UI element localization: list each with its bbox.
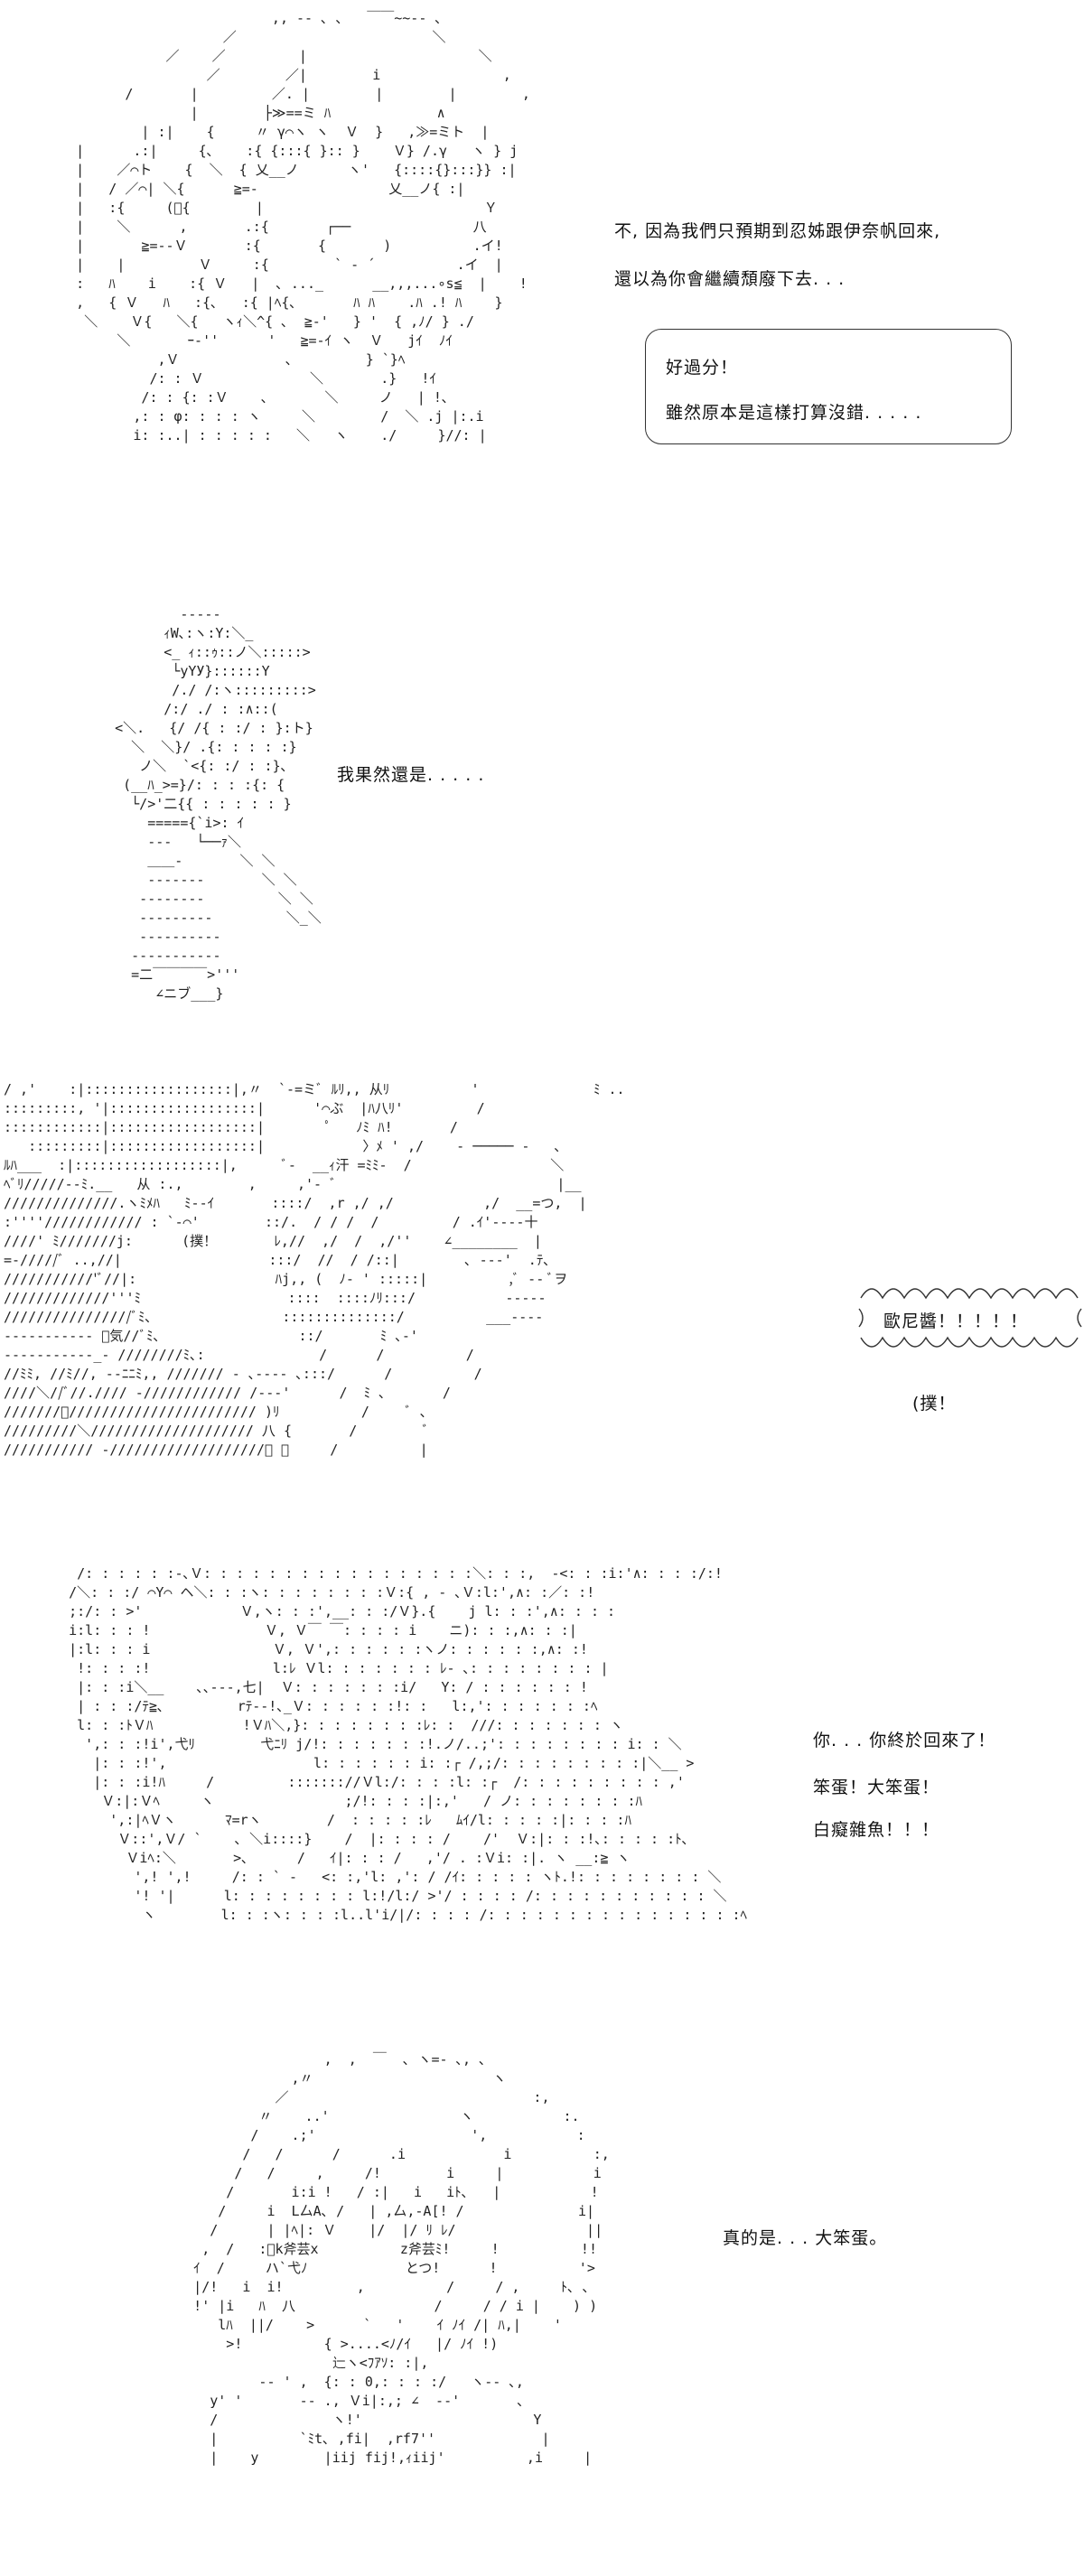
panel-2: ‐‐‐‐‐ ｨW､:ヽ:Y:＼_ <_ ｨ::ｩ::ノ＼:::::> └yYУ}…	[0, 569, 1084, 1057]
shout-text: 歐尼醬！！！！！	[883, 1311, 1029, 1331]
narration-line: 真的是. . . 大笨蛋。	[723, 2228, 888, 2248]
bubble-line: 雖然原本是這樣打算沒錯. . . . .	[666, 403, 922, 423]
ascii-art-girl-tearful-smile: , , ￣ ､ ヽ=‐ ､, ､ ,〃 ヽ ／ :, 〃 ..' ヽ :. / …	[193, 2051, 610, 2466]
speech-bubble: 好過分！ 雖然原本是這樣打算沒錯. . . . .	[645, 329, 1012, 444]
bubble-line: 好過分！	[666, 358, 739, 378]
ascii-art-tackle-hug: / ,' :|::::::::::::::::::|,〃 `‐=ミﾞ ﾙﾘ,, …	[4, 1081, 625, 1458]
narration-line: 我果然還是. . . . .	[337, 765, 485, 785]
narration-line: 不, 因為我們只預期到忍姊跟伊奈帆回來,	[614, 221, 941, 241]
sound-effect-text: (撲！	[912, 1394, 957, 1414]
panel-3: / ,' :|::::::::::::::::::|,〃 `‐=ミﾞ ﾙﾘ,, …	[0, 1066, 1084, 1545]
ascii-art-girl-smiling: ,, ‐‐ ､ ､ ￣￣~~‐‐ ､ ／ ＼ ／ ／ | ＼ ／ ／| i , …	[76, 10, 530, 443]
panel-4: /: : : : : :‐､Ｖ: : : : : : : : : : : : :…	[0, 1545, 1084, 2014]
shout-bubble-border	[858, 1288, 1082, 1348]
panel-1: ,, ‐‐ ､ ､ ￣￣~~‐‐ ､ ／ ＼ ／ ／ | ＼ ／ ／| i , …	[0, 0, 1084, 569]
narration-line: 白癡雜魚！！！	[813, 1820, 940, 1840]
narration-line: 還以為你會繼續頹廢下去. . .	[614, 269, 846, 289]
ascii-art-figure-with-sword: ‐‐‐‐‐ ｨW､:ヽ:Y:＼_ <_ ｨ::ｩ::ノ＼:::::> └yYУ}…	[115, 606, 322, 1002]
ascii-art-crying-girl: /: : : : : :‐､Ｖ: : : : : : : : : : : : :…	[69, 1565, 748, 1923]
panel-5: , , ￣ ､ ヽ=‐ ､, ､ ,〃 ヽ ／ :, 〃 ..' ヽ :. / …	[0, 2014, 1084, 2576]
narration-line: 你. . . 你終於回來了！	[813, 1731, 996, 1750]
narration-line: 笨蛋！大笨蛋！	[813, 1778, 940, 1797]
